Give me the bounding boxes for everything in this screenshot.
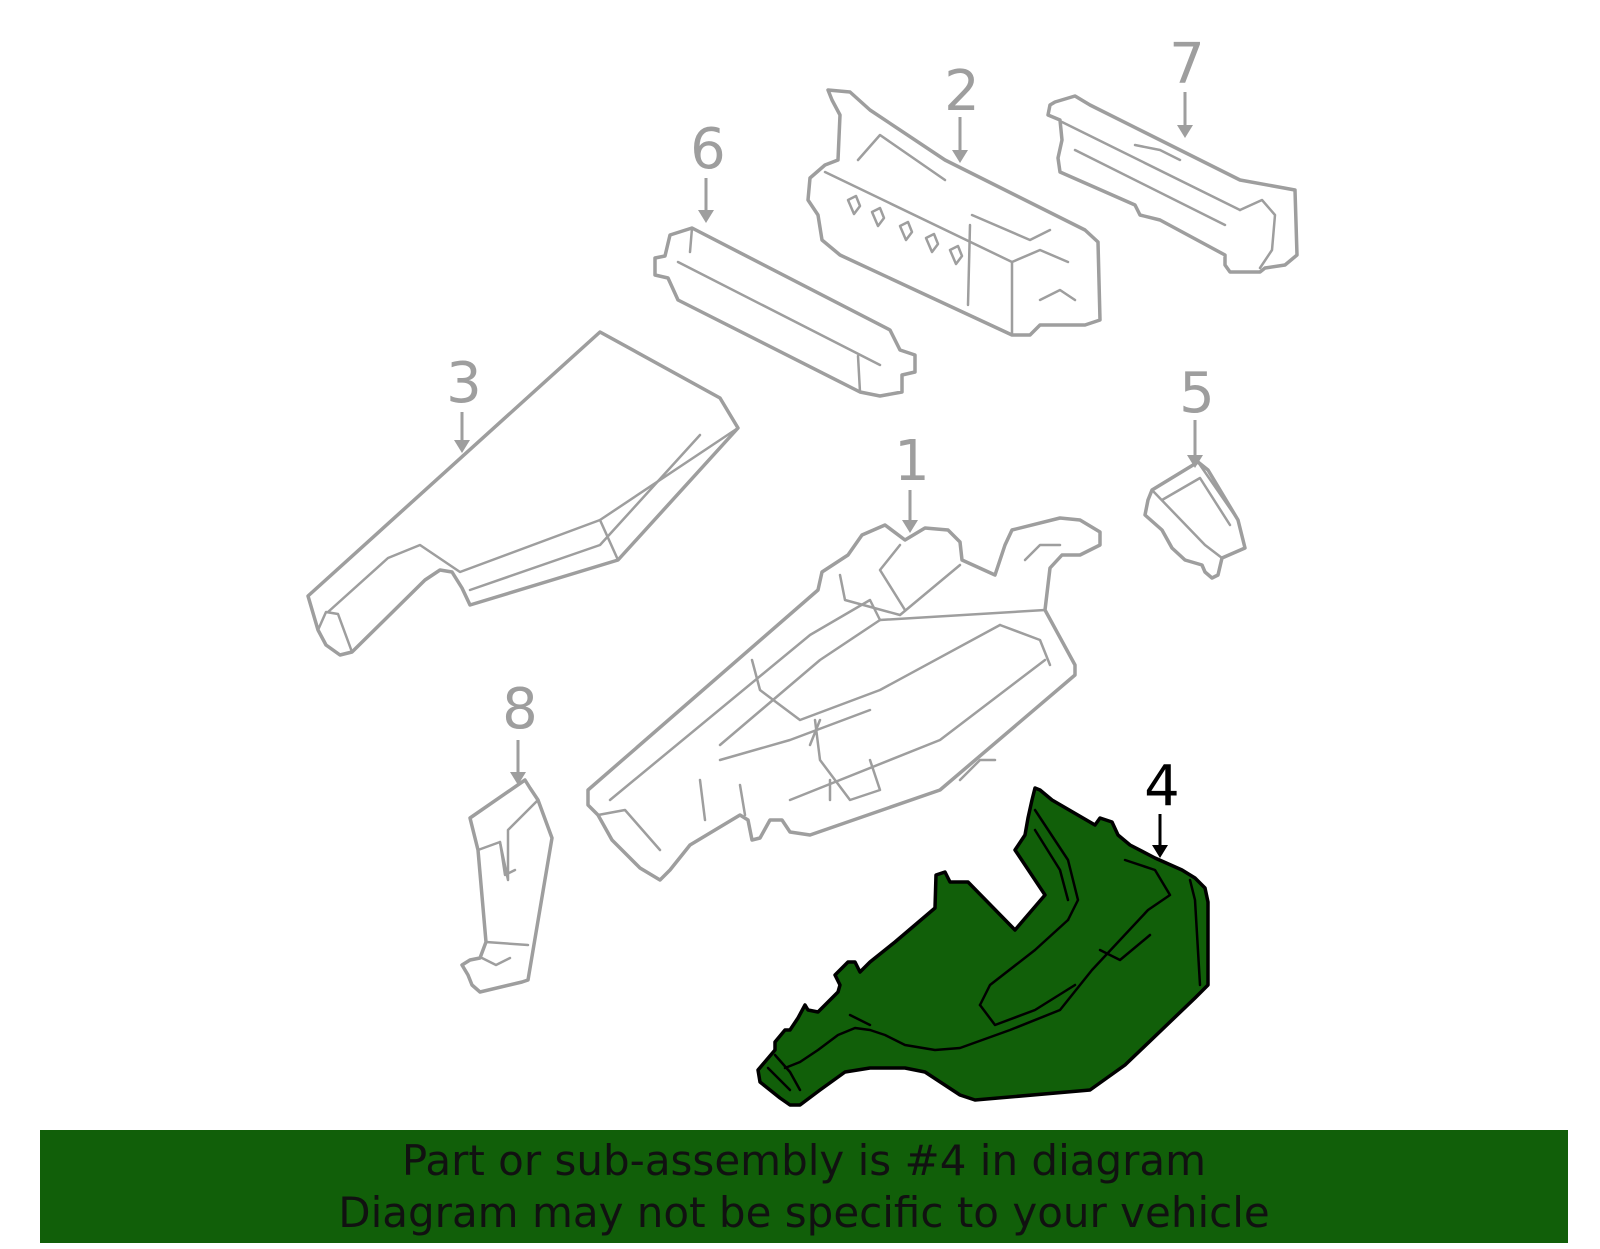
part-4-fill (756, 786, 1210, 1107)
callout-label: 8 (502, 677, 538, 742)
banner-line-1: Part or sub-assembly is #4 in diagram (401, 1135, 1207, 1185)
callout-7: 7 (1169, 32, 1205, 138)
callout-2: 2 (944, 59, 980, 163)
callout-4: 4 (1144, 754, 1180, 858)
part-6[interactable] (653, 226, 917, 398)
part-8[interactable] (460, 778, 554, 994)
part-7[interactable] (1046, 94, 1299, 274)
parts-diagram: 1 2 3 4 5 6 7 8 (306, 32, 1299, 1107)
part-5[interactable] (1143, 460, 1247, 580)
callout-3: 3 (446, 351, 482, 453)
part-2[interactable] (806, 88, 1102, 337)
banner-line-2: Diagram may not be specific to your vehi… (338, 1187, 1270, 1237)
part-3[interactable] (306, 330, 740, 657)
callout-8: 8 (502, 677, 538, 785)
part-4[interactable] (756, 786, 1210, 1107)
callout-label: 1 (894, 429, 930, 494)
callout-label: 7 (1169, 32, 1205, 97)
callout-label: 3 (446, 351, 482, 416)
part-1[interactable] (586, 516, 1102, 882)
callout-label: 4 (1144, 754, 1180, 819)
callout-label: 2 (944, 59, 980, 124)
callout-label: 6 (690, 117, 726, 182)
callout-5: 5 (1179, 361, 1215, 468)
info-banner: Part or sub-assembly is #4 in diagram Di… (40, 1130, 1568, 1243)
callout-6: 6 (690, 117, 726, 223)
callout-label: 5 (1179, 361, 1215, 426)
callout-1: 1 (894, 429, 930, 533)
